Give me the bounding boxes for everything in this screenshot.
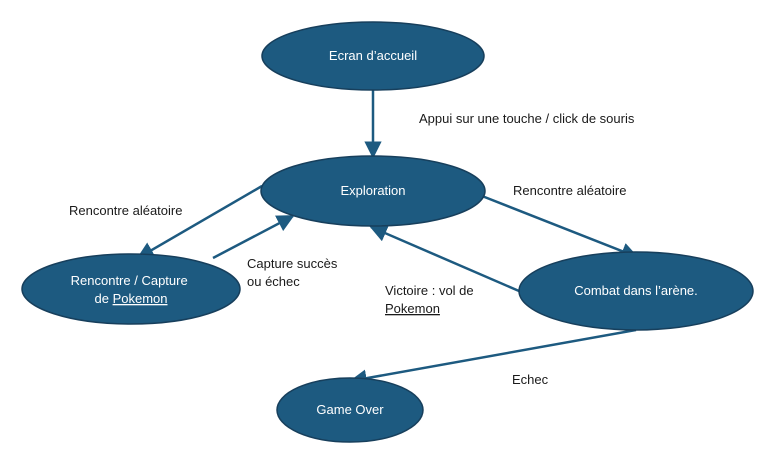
node-game-over: Game Over <box>276 377 424 443</box>
edge-label-rencontre-aleatoire-right: Rencontre aléatoire <box>513 183 626 198</box>
node-combat-arene-label: Combat dans l’arène. <box>574 283 698 298</box>
edge-label-rencontre-aleatoire-left: Rencontre aléatoire <box>69 203 182 218</box>
node-combat-arene: Combat dans l’arène. <box>518 251 754 331</box>
edge-combat-to-gameover <box>349 328 637 387</box>
edge-label-echec: Echec <box>512 372 549 387</box>
edge-combat-to-exploration <box>369 225 520 293</box>
node-ecran-accueil-label: Ecran d’accueil <box>329 48 417 63</box>
edge-label-appui-touche: Appui sur une touche / click de souris <box>419 111 635 126</box>
edge-label-capture-succes: Capture succès ou échec <box>247 256 341 289</box>
node-game-over-label: Game Over <box>316 402 384 417</box>
node-ecran-accueil: Ecran d’accueil <box>261 21 485 91</box>
node-exploration-label: Exploration <box>340 183 405 198</box>
edge-exploration-to-capture <box>136 184 263 260</box>
node-rencontre-capture: Rencontre / Capture de Pokemon <box>21 253 241 325</box>
node-exploration: Exploration <box>260 155 486 227</box>
edge-exploration-to-combat <box>481 194 639 260</box>
edge-capture-to-exploration <box>212 214 295 260</box>
node-rencontre-capture-label: Rencontre / Capture de Pokemon <box>71 273 192 306</box>
edge-label-victoire: Victoire : vol de Pokemon <box>385 283 477 316</box>
